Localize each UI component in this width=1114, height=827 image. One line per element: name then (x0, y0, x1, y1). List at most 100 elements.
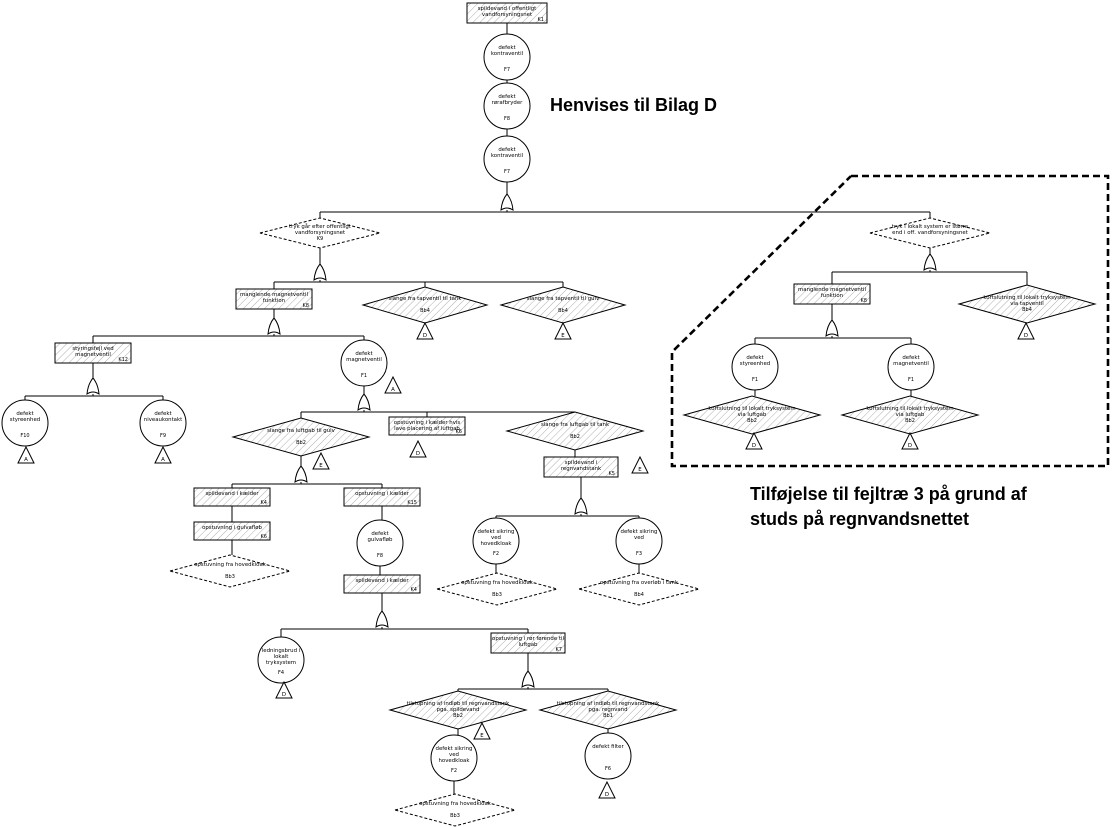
transfer-label: D (605, 792, 609, 798)
or-gate (574, 497, 588, 516)
event-id: K9 (317, 236, 323, 242)
event-id: Bb4 (634, 592, 644, 598)
event-id: K1 (538, 17, 544, 23)
event-label: opstuvning i gulvafløb (202, 525, 262, 531)
or-gate (86, 377, 100, 396)
event-label: kortslutning til lokalt tryksystem (983, 295, 1070, 301)
transfer-triangle-A: A (154, 445, 172, 464)
event-label: rørafbryder (492, 100, 523, 106)
event-label: defekt sikring (621, 529, 658, 535)
event-id: K5 (609, 471, 615, 477)
event-label: ved (449, 752, 459, 758)
transfer-triangle-A: A (17, 445, 35, 464)
transfer-triangle-A: A (384, 375, 402, 394)
event-label: manglende magnetventil (798, 287, 866, 293)
event-label: tryksystem (266, 660, 296, 666)
transfer-triangle-E: E (473, 721, 491, 740)
event-label: tryk går efter offentligt (289, 223, 351, 230)
event-id: Bb2 (570, 434, 580, 440)
event-id: F9 (160, 433, 166, 439)
event-label: defekt (154, 411, 171, 417)
event-id: F1 (908, 377, 914, 383)
event-label: via tapventil (1010, 301, 1044, 307)
or-gate (267, 317, 281, 336)
event-id: F4 (278, 670, 284, 676)
addition-boundary (670, 174, 1110, 468)
event-id: K4 (261, 500, 267, 506)
event-id: K12 (118, 357, 128, 363)
bilag-reference: Henvises til Bilag D (550, 95, 717, 115)
event-id: K7 (556, 647, 562, 653)
or-gate (357, 393, 371, 412)
event-label: hovedkloak (439, 758, 471, 764)
transfer-label: D (1024, 333, 1028, 339)
event-label: defekt sikring (478, 529, 515, 535)
event-id: K6 (456, 429, 462, 435)
event-label: luftgab (519, 642, 539, 648)
event-label: kortslutning til lokalt tryksystem (866, 406, 953, 412)
event-id: K8 (303, 303, 309, 309)
event-id: Bb2 (296, 440, 306, 446)
or-gate (521, 670, 535, 689)
or-gate (500, 193, 514, 212)
event-label: ved (491, 535, 501, 541)
event-label: opstuvning fra hovedkloak (461, 580, 534, 586)
event-label: gulvafløb (368, 537, 394, 543)
event-label: slange fra luftgab til gulv (267, 428, 335, 434)
event-id: Bb4 (558, 308, 568, 314)
event-label: opstuvning i rør førende til (492, 636, 564, 642)
event-label: styringsfejl ved (72, 346, 113, 352)
transfer-label: A (161, 457, 165, 463)
event-label: spildevand i kælder (205, 491, 259, 497)
event-label: via luftgab (896, 412, 925, 418)
event-id: Bb2 (905, 418, 915, 424)
event-label: tryk i lokalt system er større (892, 224, 969, 230)
event-label: defekt (498, 147, 515, 153)
transfer-triangle-E: E (554, 321, 572, 340)
transfer-triangle-D: D (1017, 321, 1035, 340)
event-label: vandforsyningsnet (482, 12, 532, 18)
event-label: end i off. vandforsyningsnet (892, 230, 968, 236)
transfer-label: E (561, 333, 565, 339)
event-id: Bb3 (450, 813, 460, 819)
event-label: opstuvning fra hovedkloak (419, 801, 492, 807)
event-label: niveaukontakt (144, 417, 182, 423)
event-label: lokalt (274, 654, 289, 660)
event-dL: tryk går efter offentligtvandforsyningsn… (259, 217, 381, 249)
or-gate (313, 263, 327, 282)
event-label: defekt (498, 45, 515, 51)
event-label: kontraventil (491, 51, 523, 57)
event-tilSp: tilstopning af indløb til regnvandstankp… (388, 690, 528, 730)
transfer-label: E (638, 467, 642, 473)
transfer-label: D (282, 692, 286, 698)
transfer-triangle-E: E (631, 455, 649, 474)
event-label: opstuvning fra overløb i tank (600, 580, 679, 586)
transfer-label: D (908, 443, 912, 449)
or-gate (825, 319, 839, 338)
transfer-label: D (416, 451, 420, 457)
transfer-triangle-D: D (745, 431, 763, 450)
event-label: magnetventil (346, 357, 382, 363)
event-label: spildevand i (565, 460, 598, 466)
event-label: defekt (746, 355, 763, 361)
